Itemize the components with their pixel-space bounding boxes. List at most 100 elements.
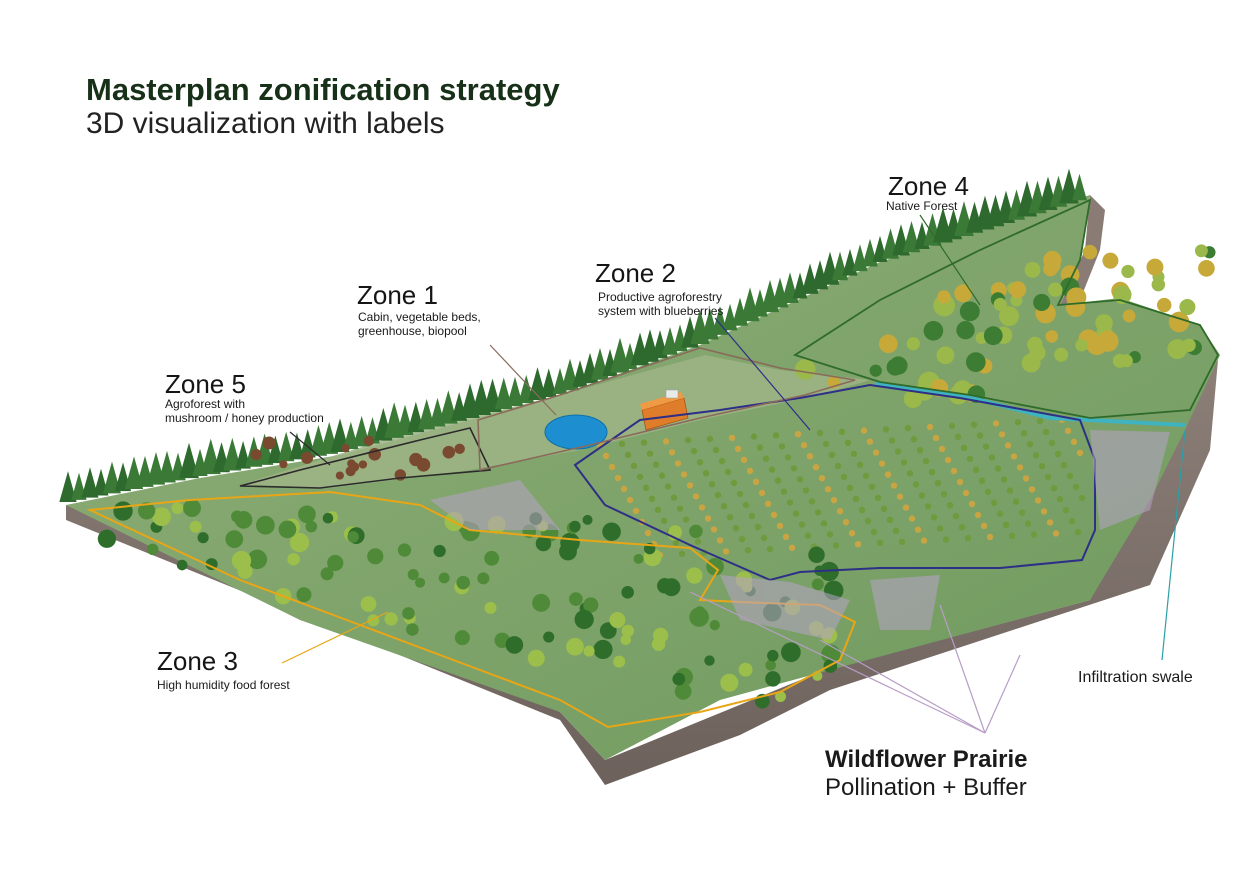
deciduous-tree: [788, 544, 796, 551]
deciduous-tree: [613, 655, 626, 668]
deciduous-tree: [1076, 449, 1084, 456]
deciduous-tree: [954, 433, 962, 440]
deciduous-tree: [1050, 485, 1058, 492]
deciduous-tree: [1070, 438, 1078, 445]
deciduous-tree: [1032, 452, 1040, 459]
deciduous-tree: [724, 468, 732, 476]
deciduous-tree: [1029, 344, 1046, 361]
deciduous-tree: [1026, 441, 1034, 448]
deciduous-tree: [279, 460, 288, 469]
deciduous-tree: [335, 471, 344, 480]
wildflower-title: Wildflower Prairie: [825, 746, 1028, 773]
deciduous-tree: [1028, 486, 1036, 493]
wildflower-leaders: [689, 591, 1021, 734]
deciduous-tree: [345, 466, 356, 477]
swale-leader: [1161, 429, 1186, 661]
deciduous-tree: [906, 337, 920, 351]
deciduous-tree: [456, 575, 471, 590]
deciduous-tree: [886, 516, 894, 523]
deciduous-tree: [1014, 419, 1022, 426]
deciduous-tree: [982, 443, 990, 450]
deciduous-tree: [964, 535, 972, 542]
deciduous-tree: [984, 488, 992, 495]
deciduous-tree: [959, 301, 980, 322]
deciduous-tree: [775, 691, 787, 702]
deciduous-tree: [620, 485, 628, 493]
deciduous-tree: [950, 467, 958, 475]
deciduous-tree: [1082, 244, 1098, 260]
deciduous-tree: [890, 482, 898, 489]
deciduous-tree: [322, 512, 334, 524]
wildflower-subtitle: Pollination + Buffer: [825, 774, 1027, 801]
deciduous-tree: [974, 511, 982, 519]
deciduous-tree: [903, 389, 923, 409]
deciduous-tree: [1146, 258, 1164, 276]
deciduous-tree: [864, 517, 872, 525]
deciduous-tree: [774, 477, 782, 484]
deciduous-tree: [477, 572, 490, 585]
deciduous-tree: [1024, 261, 1041, 278]
zone4-description: Native Forest: [886, 199, 958, 213]
conifer-tree: [179, 442, 199, 479]
deciduous-tree: [1062, 507, 1070, 514]
conifer-tree: [289, 432, 305, 460]
deciduous-tree: [965, 352, 986, 372]
deciduous-tree: [844, 439, 852, 446]
deciduous-tree: [944, 456, 952, 464]
deciduous-tree: [225, 530, 244, 549]
deciduous-tree: [992, 420, 1000, 427]
deciduous-tree: [662, 578, 681, 597]
zone4-boundary: [792, 198, 1220, 419]
conifer-tree: [506, 376, 524, 406]
deciduous-tree: [858, 506, 866, 514]
deciduous-tree: [728, 434, 736, 441]
deciduous-tree: [1034, 497, 1042, 504]
deciduous-tree: [289, 532, 310, 553]
deciduous-tree: [583, 645, 595, 657]
deciduous-tree: [574, 609, 594, 630]
deciduous-tree: [993, 297, 1007, 311]
conifer-tree: [277, 431, 295, 462]
deciduous-tree: [1038, 463, 1046, 470]
deciduous-tree: [1075, 338, 1088, 352]
deciduous-tree: [559, 542, 577, 561]
deciduous-tree: [948, 422, 956, 429]
deciduous-tree: [250, 448, 262, 461]
deciduous-tree: [918, 492, 926, 499]
deciduous-tree: [868, 483, 876, 490]
deciduous-tree: [183, 499, 201, 518]
deciduous-tree: [710, 526, 718, 533]
deciduous-tree: [870, 528, 878, 536]
deciduous-tree: [884, 471, 892, 478]
deciduous-tree: [646, 450, 654, 457]
deciduous-tree: [937, 290, 951, 304]
deciduous-tree: [780, 642, 801, 663]
deciduous-tree: [738, 662, 753, 677]
zone3-description: High humidity food forest: [157, 678, 290, 692]
deciduous-tree: [1068, 518, 1076, 525]
deciduous-tree: [442, 445, 456, 459]
conifer-tree: [494, 377, 513, 409]
deciduous-tree: [882, 426, 890, 433]
leader-lines: [281, 214, 1186, 734]
deciduous-tree: [734, 445, 742, 452]
deciduous-tree: [765, 659, 777, 671]
deciduous-tree: [621, 624, 635, 638]
deciduous-tree: [256, 515, 275, 535]
deciduous-tree: [956, 478, 964, 486]
conifer-tree: [540, 368, 557, 397]
deciduous-tree: [234, 511, 253, 529]
deciduous-tree: [848, 530, 856, 537]
deciduous-tree: [642, 484, 650, 491]
deciduous-tree: [892, 527, 900, 534]
deciduous-tree: [1121, 264, 1135, 279]
deciduous-tree: [808, 546, 825, 564]
deciduous-tree: [718, 457, 726, 465]
deciduous-tree: [898, 538, 906, 545]
wildflower-patches: [430, 430, 1170, 640]
deciduous-tree: [716, 537, 724, 544]
deciduous-tree: [956, 321, 975, 340]
